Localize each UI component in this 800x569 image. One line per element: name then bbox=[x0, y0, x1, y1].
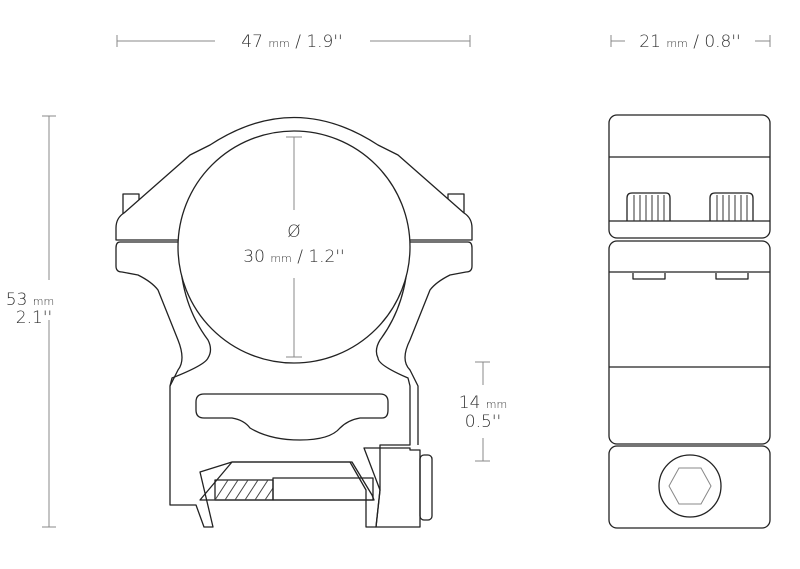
height-label-mm: 53 mm bbox=[6, 290, 54, 310]
side-base bbox=[608, 445, 771, 529]
side-body bbox=[608, 240, 771, 445]
diameter-label: 30 mm / 1.2'' bbox=[243, 247, 344, 267]
front-view: Ø 30 mm / 1.2'' bbox=[115, 116, 473, 528]
height-label-in: 2.1'' bbox=[16, 308, 52, 328]
side-cap bbox=[608, 114, 771, 239]
base-height-label-in: 0.5'' bbox=[465, 412, 501, 432]
depth-label: 21 mm / 0.8'' bbox=[639, 32, 740, 52]
base-height-label-mm: 14 mm bbox=[459, 393, 507, 413]
scope-tube-circle bbox=[177, 130, 411, 364]
knurled-screw-icon bbox=[709, 192, 754, 221]
base-height-dimension: 14 mm 0.5'' bbox=[459, 361, 507, 462]
recoil-slot bbox=[195, 393, 389, 441]
side-view bbox=[608, 114, 771, 529]
width-dimension: 47 mm / 1.9'' bbox=[116, 32, 471, 52]
rail-wedge bbox=[199, 461, 375, 501]
diameter-symbol: Ø bbox=[287, 222, 300, 242]
screw-shaft bbox=[272, 477, 374, 501]
hex-bolt-icon bbox=[658, 454, 722, 518]
thread-hatch bbox=[214, 479, 274, 501]
hex-socket-icon bbox=[668, 467, 712, 505]
depth-dimension: 21 mm / 0.8'' bbox=[610, 32, 771, 52]
clamp-nut bbox=[419, 454, 433, 521]
height-dimension: 53 mm 2.1'' bbox=[6, 115, 56, 528]
knurled-screw-icon bbox=[626, 192, 671, 221]
width-label: 47 mm / 1.9'' bbox=[241, 32, 342, 52]
